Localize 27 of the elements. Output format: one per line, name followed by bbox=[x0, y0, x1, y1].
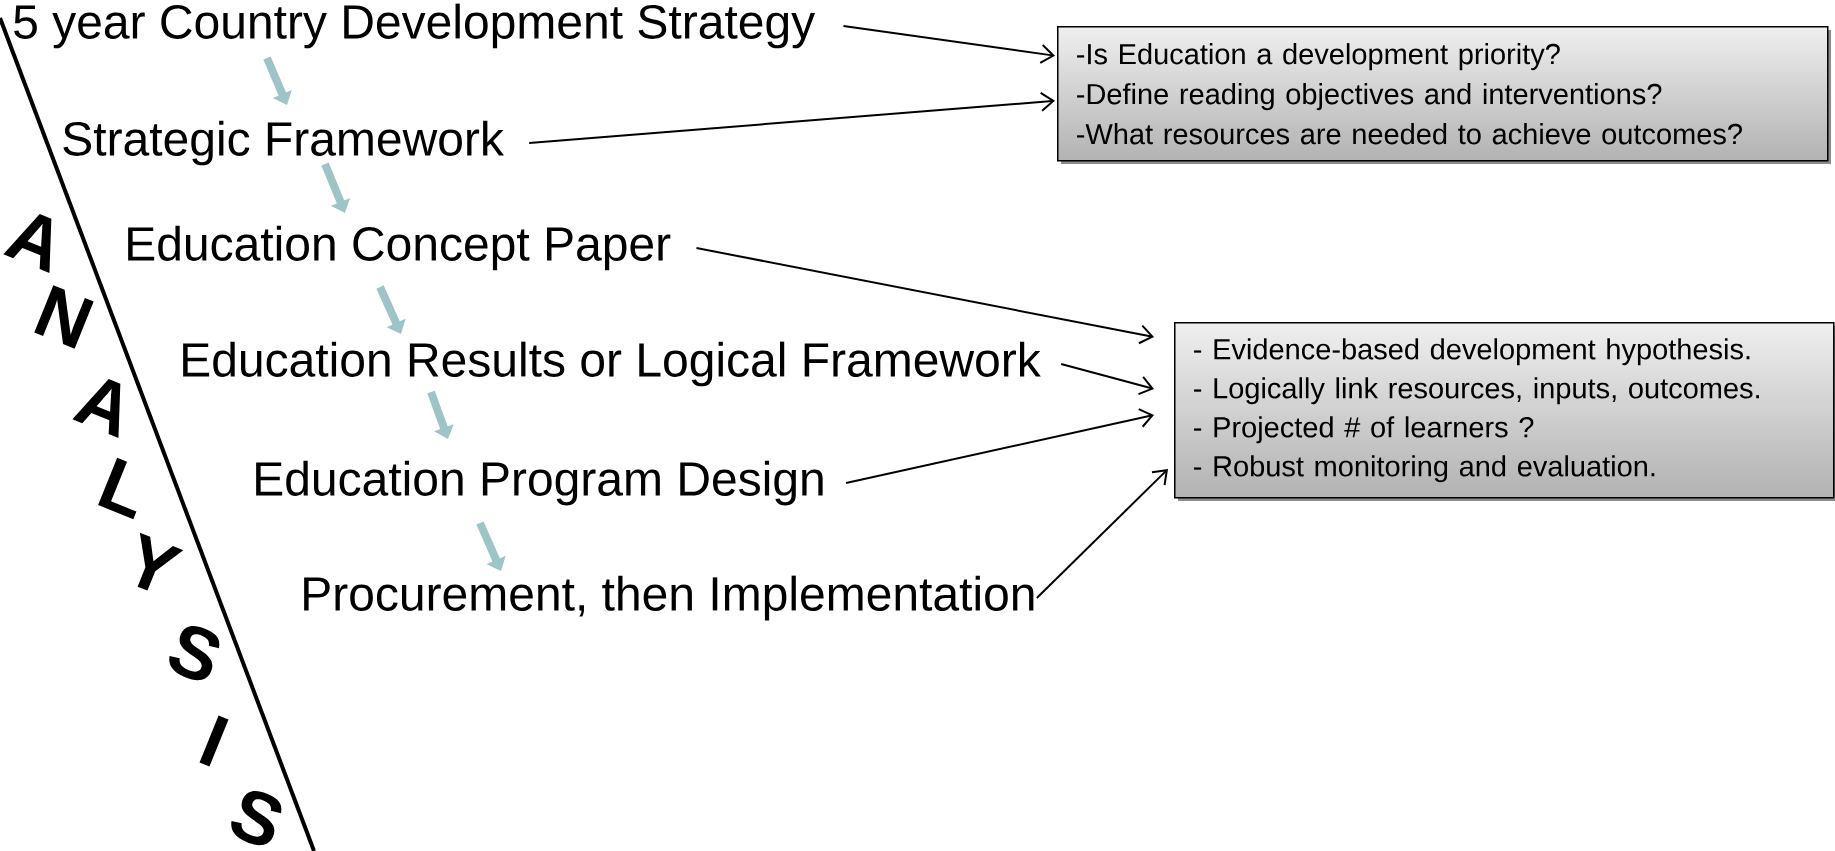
heading-letter: S bbox=[169, 626, 220, 681]
block-arrow bbox=[321, 162, 351, 213]
arrow bbox=[845, 408, 1154, 484]
heading-letter: A bbox=[72, 379, 121, 438]
question-box: -Is Education a development priority? -Define reading objectives and interventions? -What resources are needed to achieve outcomes? bbox=[1057, 26, 1832, 164]
heading-letter: A bbox=[3, 214, 52, 273]
block-arrow bbox=[476, 521, 506, 571]
heading-letter: Y bbox=[137, 532, 184, 591]
block-arrow bbox=[376, 285, 406, 334]
question-box: - Evidence-based development hypothesis. - Logically link resources, inputs, outcomes. - Projected # of learners ? - Robust monitoring and evaluation. bbox=[1174, 322, 1835, 501]
heading-letter: I bbox=[199, 715, 229, 767]
heading-letter: N bbox=[34, 285, 94, 349]
step-text: Procurement, then Implementation bbox=[304, 575, 1034, 621]
heading-letter: S bbox=[231, 791, 282, 846]
arrow bbox=[842, 25, 1056, 64]
step-text: Strategic Framework bbox=[63, 120, 504, 166]
arrow bbox=[695, 247, 1154, 345]
block-arrow bbox=[427, 390, 454, 439]
step-text: Education Concept Paper bbox=[128, 225, 671, 271]
arrow bbox=[1035, 469, 1168, 599]
arrow bbox=[528, 91, 1056, 144]
heading-letter: L bbox=[98, 457, 137, 520]
block-arrow bbox=[263, 56, 292, 105]
step-text: Education Results or Logical Framework bbox=[183, 341, 1041, 387]
step-text: Education Program Design bbox=[256, 460, 823, 506]
step-text: 5 year Country Development Strategy bbox=[14, 3, 816, 49]
arrow bbox=[1060, 363, 1154, 396]
